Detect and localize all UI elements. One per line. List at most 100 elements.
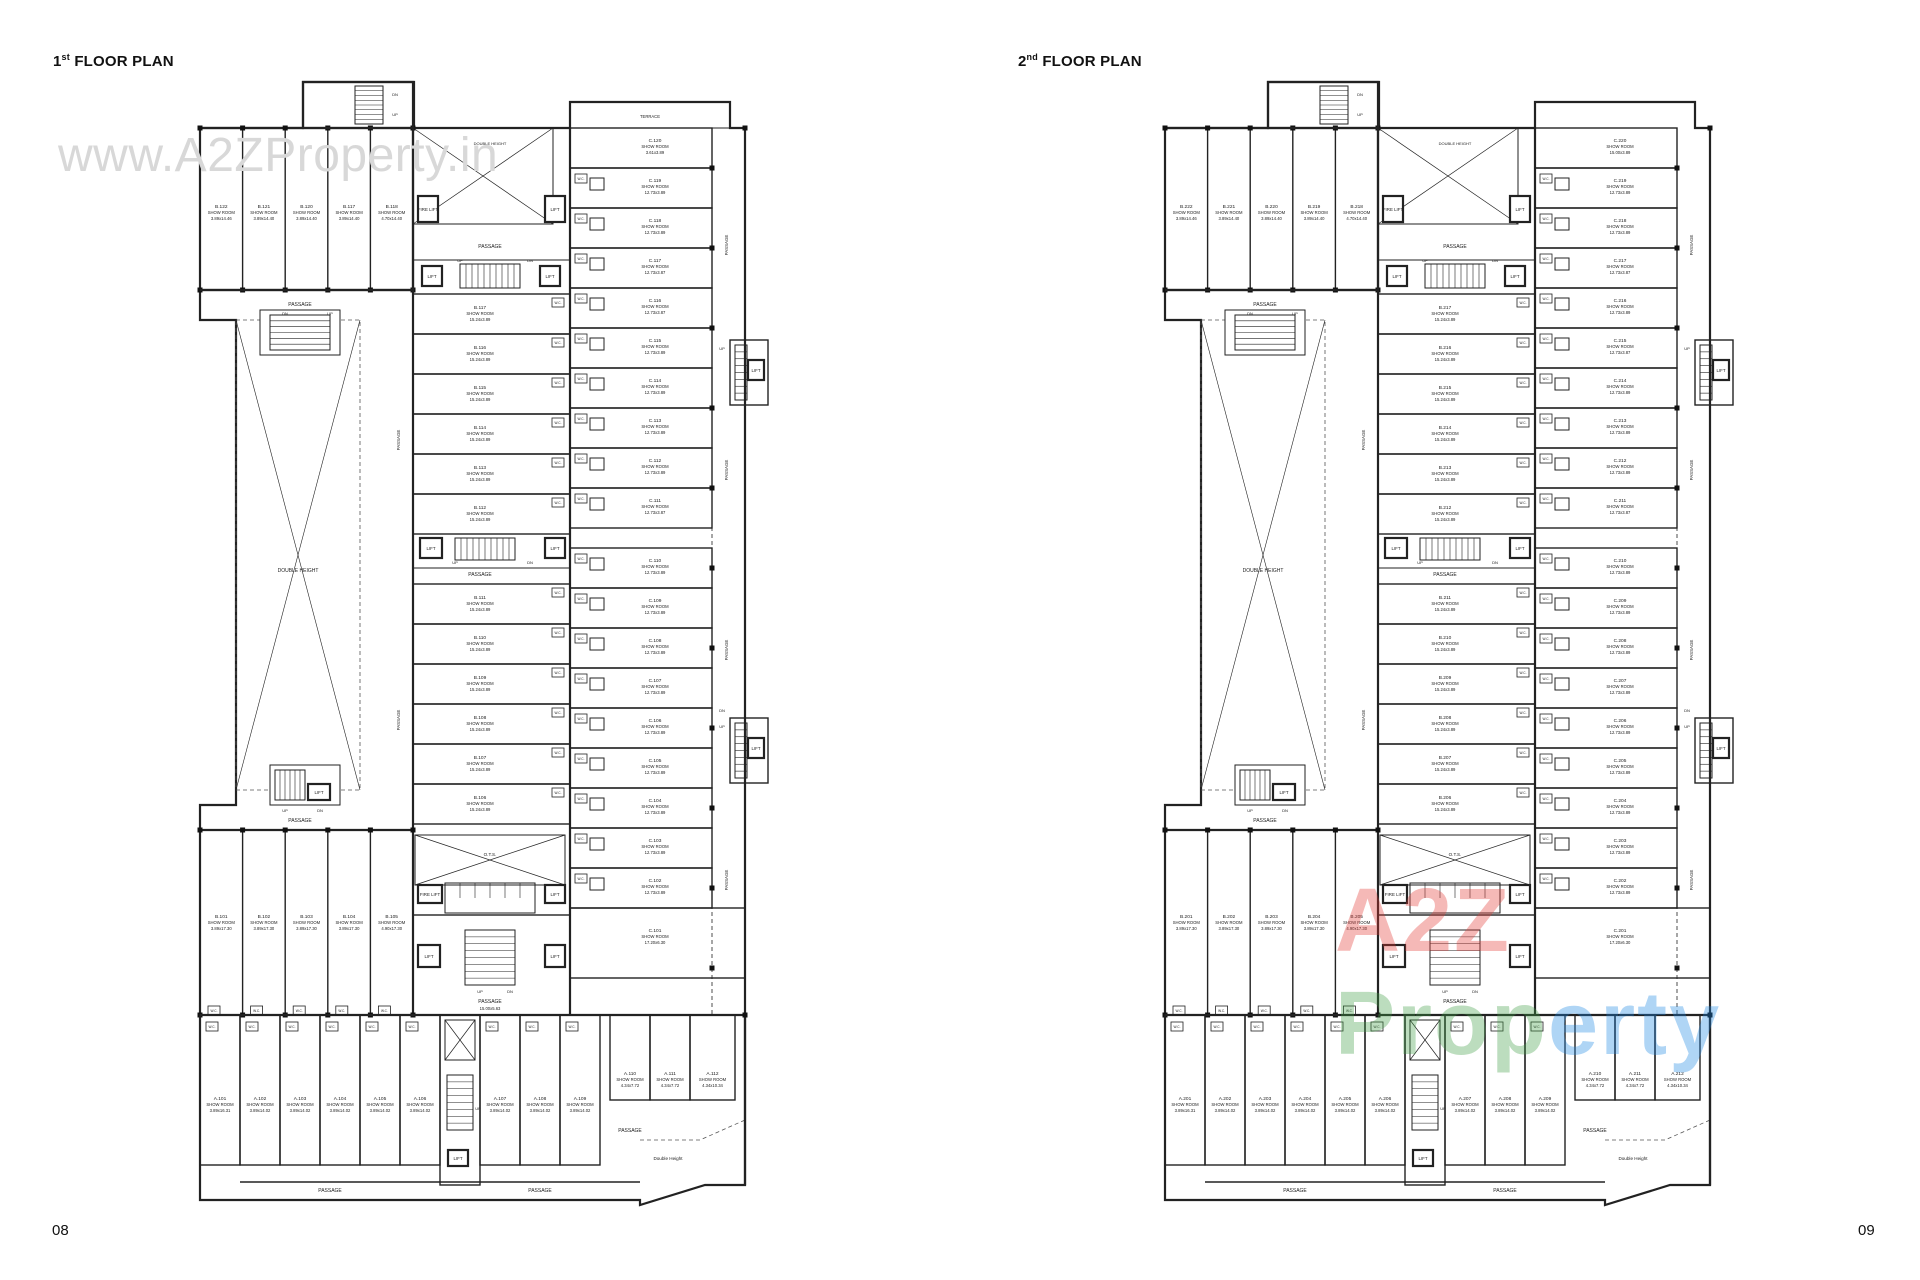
room-size: 3.89x14.02 — [1335, 1108, 1356, 1113]
room-size: 12.73x3.89 — [1610, 850, 1631, 855]
room-type: SHOW ROOM — [466, 721, 494, 726]
fixture — [1554, 557, 1570, 571]
lift-shaft — [1508, 536, 1532, 560]
room-type: SHOW ROOM — [1173, 210, 1201, 215]
terrace-label: TERRACE — [640, 114, 660, 119]
room-type: SHOW ROOM — [466, 761, 494, 766]
room-type: SHOW ROOM — [641, 934, 669, 939]
room-id: C.115 — [649, 338, 662, 344]
room-id: A.105 — [374, 1096, 387, 1102]
room-size: 3.89x14.02 — [1255, 1108, 1276, 1113]
room-type: SHOW ROOM — [1343, 920, 1371, 925]
room-type: SHOW ROOM — [641, 564, 669, 569]
wc-label: W.C. — [209, 1025, 216, 1029]
room-id: A.103 — [294, 1096, 307, 1102]
room-id: A.211 — [1629, 1071, 1642, 1077]
room-id: C.112 — [649, 458, 662, 464]
wc-box — [574, 253, 588, 264]
wc-label: W.C. — [555, 341, 562, 345]
wc-box — [1539, 493, 1553, 504]
wc-label: W.C. — [1520, 301, 1527, 305]
room-id: A.207 — [1459, 1096, 1472, 1102]
fixture — [1554, 597, 1570, 611]
wc-box — [1539, 413, 1553, 424]
wc-label: W.C. — [1543, 677, 1550, 681]
wc-box — [551, 747, 565, 758]
wc-label: W.C. — [555, 421, 562, 425]
room-size: 3.89x14.02 — [1215, 1108, 1236, 1113]
wc-box — [1330, 1021, 1344, 1032]
room-type: SHOW ROOM — [641, 144, 669, 149]
wc-box — [1516, 787, 1530, 798]
room-id: B.109 — [474, 675, 487, 681]
column-marker — [709, 325, 715, 331]
room-size: 3.89x14.46 — [1176, 216, 1197, 221]
stair-tower-top — [1266, 80, 1380, 130]
room-size: 12.73x3.89 — [645, 430, 666, 435]
fixture — [589, 557, 605, 571]
room-size: 12.73x3.89 — [645, 230, 666, 235]
room-type: SHOW ROOM — [1606, 424, 1634, 429]
room-size: 4.34x10.34 — [702, 1083, 723, 1088]
fixture — [1554, 797, 1570, 811]
void-cross — [235, 319, 361, 791]
room-type: SHOW ROOM — [466, 351, 494, 356]
passage-label-vertical: PASSAGE — [1689, 460, 1694, 481]
wc-label: W.C. — [578, 877, 585, 881]
void-outline — [412, 127, 554, 225]
room-type: SHOW ROOM — [641, 224, 669, 229]
wc-label: W.C. — [1520, 341, 1527, 345]
lift-label: LIFT — [545, 274, 554, 279]
wc-box — [485, 1021, 499, 1032]
room-size: 15.24x3.89 — [1435, 767, 1456, 772]
passage-label: PASSAGE — [468, 572, 492, 578]
wc-label: W.C. — [578, 217, 585, 221]
room-id: C.206 — [1614, 718, 1627, 724]
lift-label: LIFT — [751, 746, 760, 751]
column-marker — [709, 245, 715, 251]
wc-box — [1516, 667, 1530, 678]
wc-box — [1370, 1021, 1384, 1032]
room-type: SHOW ROOM — [1606, 764, 1634, 769]
wc-label: W.C. — [1543, 457, 1550, 461]
room-size: 12.73x3.89 — [1610, 190, 1631, 195]
room-type: SHOW ROOM — [1431, 721, 1459, 726]
stair-dn: DN — [527, 258, 533, 263]
double-height-label: DOUBLE HEIGHT — [474, 141, 507, 146]
shop-unit — [199, 1014, 241, 1166]
room-size: 3.89x14.40 — [1219, 216, 1240, 221]
room-id: C.116 — [649, 298, 662, 304]
wc-label: W.C. — [578, 257, 585, 261]
room-type: SHOW ROOM — [466, 391, 494, 396]
room-type: SHOW ROOM — [1431, 511, 1459, 516]
room-type: SHOW ROOM — [466, 431, 494, 436]
fixture — [1554, 677, 1570, 691]
wc-label: W.C. — [555, 501, 562, 505]
wc-box — [574, 333, 588, 344]
room-id: C.101 — [649, 928, 662, 934]
room-id: B.106 — [474, 795, 487, 801]
fixture — [589, 877, 605, 891]
room-type: SHOW ROOM — [466, 681, 494, 686]
fixture — [1554, 337, 1570, 351]
stair-up: UP — [282, 808, 288, 813]
room-size: 15.24x3.89 — [470, 727, 491, 732]
room-size: 12.73x3.89 — [1610, 610, 1631, 615]
wc-label: W.C. — [529, 1025, 536, 1029]
fixture — [589, 637, 605, 651]
wc-label: W.C. — [1520, 591, 1527, 595]
wc-label: W.C. — [578, 417, 585, 421]
column-marker — [709, 485, 715, 491]
lift-shaft — [1508, 943, 1532, 969]
room-id: B.111 — [474, 595, 486, 601]
wc-box — [1210, 1021, 1224, 1032]
fixture — [1554, 497, 1570, 511]
shop-unit — [1534, 487, 1678, 529]
wc-box — [574, 633, 588, 644]
wc-box — [1516, 297, 1530, 308]
room-id: C.104 — [649, 798, 662, 804]
room-size: 12.73x3.89 — [645, 890, 666, 895]
stair-up: UP — [1417, 560, 1423, 565]
room-type: SHOW ROOM — [378, 920, 406, 925]
room-id: C.202 — [1614, 878, 1627, 884]
